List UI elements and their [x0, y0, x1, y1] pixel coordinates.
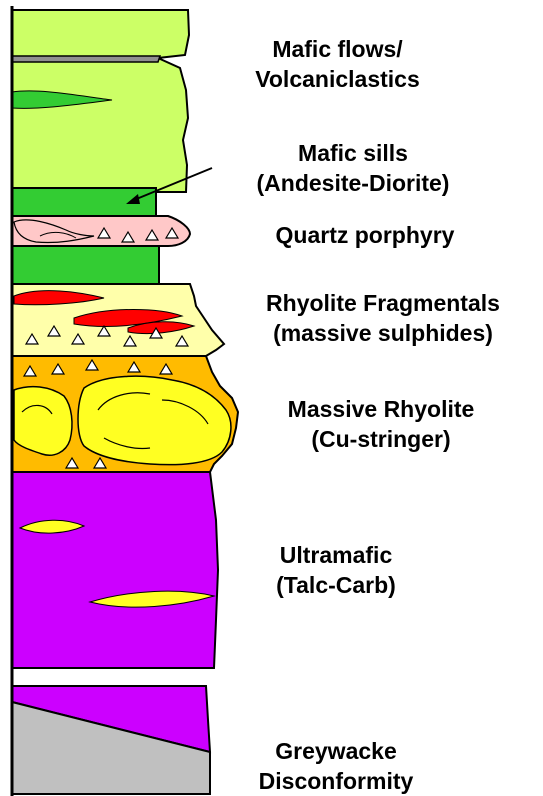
label-line: Disconformity	[236, 766, 436, 796]
label-massive-rhyolite: Massive Rhyolite (Cu-stringer)	[246, 394, 516, 454]
label-line: (massive sulphides)	[228, 318, 538, 348]
unit-ultramafic	[12, 472, 218, 668]
label-quartz-porphyry: Quartz porphyry	[230, 220, 500, 250]
mafic-sill-lower	[12, 246, 159, 284]
label-line: Mafic sills	[228, 138, 478, 168]
label-line: Massive Rhyolite	[246, 394, 516, 424]
label-line: Quartz porphyry	[230, 220, 500, 250]
label-line: Rhyolite Fragmentals	[228, 288, 538, 318]
unit-massive-rhyolite	[12, 356, 238, 472]
unit-mafic-flows	[12, 10, 189, 192]
ultramafic-body	[12, 472, 218, 668]
grey-interbed	[12, 56, 160, 62]
label-mafic-sills: Mafic sills (Andesite-Diorite)	[228, 138, 478, 198]
label-line: Volcaniclastics	[220, 64, 455, 94]
massive-rhyolite-lobe-left	[14, 387, 72, 456]
label-greywacke: Greywacke Disconformity	[236, 736, 436, 796]
unit-rhyolite-fragmentals	[12, 284, 224, 356]
label-line: (Andesite-Diorite)	[228, 168, 478, 198]
label-line: (Talc-Carb)	[236, 570, 436, 600]
label-ultramafic: Ultramafic (Talc-Carb)	[236, 540, 436, 600]
label-line: (Cu-stringer)	[246, 424, 516, 454]
label-line: Greywacke	[236, 736, 436, 766]
label-line: Mafic flows/	[220, 34, 455, 64]
unit-quartz-porphyry	[12, 216, 190, 246]
label-line: Ultramafic	[236, 540, 436, 570]
label-mafic-flows: Mafic flows/ Volcaniclastics	[220, 34, 455, 94]
label-rhyolite-fragmentals: Rhyolite Fragmentals (massive sulphides)	[228, 288, 538, 348]
unit-greywacke	[12, 686, 210, 794]
